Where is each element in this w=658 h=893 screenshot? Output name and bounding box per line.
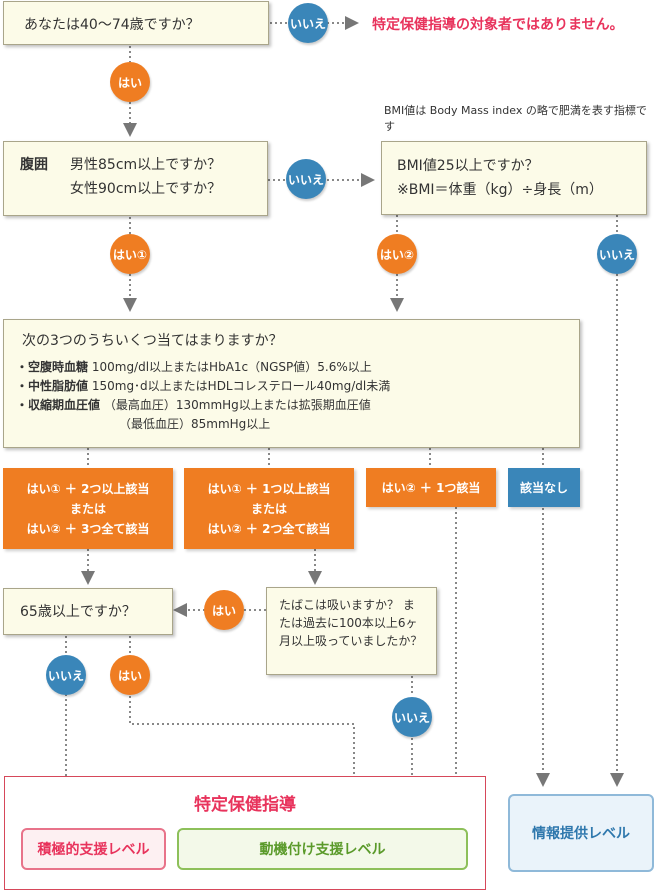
result-2-line: はい① ＋ 1つ以上該当 xyxy=(207,481,331,496)
age65-question-box: 65歳以上ですか？ xyxy=(3,588,173,635)
motivation-support-label: 動機付け支援レベル xyxy=(259,842,386,858)
smoke-no-circle: いいえ xyxy=(392,697,432,737)
bmi-question-box: BMI値25以上ですか？ ※BMI＝体重（kg）÷身長（m） xyxy=(381,141,647,215)
information-level-label: 情報提供レベル xyxy=(532,826,630,842)
result-3-label: はい② ＋ 1つ該当 xyxy=(381,480,481,495)
waist-male: 男性85cm以上ですか？ xyxy=(70,157,222,173)
age65-yes-circle: はい xyxy=(110,655,150,695)
criteria-question: 次の3つのうちいくつ当てはまりますか？ xyxy=(22,333,283,349)
criteria-term: ・中性脂肪値 xyxy=(16,379,89,393)
criteria-item: ・収縮期血圧値 （最高血圧）130mmHg以上または拡張期血圧値 xyxy=(16,396,579,415)
active-support-box: 積極的支援レベル xyxy=(21,828,166,870)
result-2-line: はい② ＋ 2つ全て該当 xyxy=(207,521,331,536)
smoking-question-box: たばこは吸いますか？ または過去に100本以上6ヶ月以上吸っていましたか？ xyxy=(266,587,437,675)
waist-female: 女性90cm以上ですか？ xyxy=(70,181,222,197)
result-box-2: はい① ＋ 1つ以上該当 または はい② ＋ 2つ全て該当 xyxy=(184,468,354,549)
bmi-no-circle: いいえ xyxy=(597,234,637,274)
criteria-detail: 100mg/dl以上またはHbA1c（NGSP値）5.6%以上 xyxy=(91,360,372,374)
guidance-title: 特定保健指導 xyxy=(194,795,296,815)
criteria-item: （最低血圧）85mmHg以上 xyxy=(16,415,579,434)
waist-label: 腹囲 xyxy=(20,157,48,173)
criteria-item: ・中性脂肪値 150mg･d以上またはHDLコレステロール40mg/dl未満 xyxy=(16,377,579,396)
age65-question: 65歳以上ですか？ xyxy=(20,604,136,620)
result-1-line: はい① ＋ 2つ以上該当 xyxy=(26,481,150,496)
criteria-item: ・空腹時血糖 100mg/dl以上またはHbA1c（NGSP値）5.6%以上 xyxy=(16,358,579,377)
yes2-circle: はい② xyxy=(377,234,417,274)
smoking-question: たばこは吸いますか？ または過去に100本以上6ヶ月以上吸っていましたか？ xyxy=(279,598,423,648)
criteria-term: ・空腹時血糖 xyxy=(16,360,89,374)
criteria-box: 次の3つのうちいくつ当てはまりますか？ ・空腹時血糖 100mg/dl以上または… xyxy=(3,319,580,448)
motivation-support-box: 動機付け支援レベル xyxy=(177,828,468,870)
result-none-label: 該当なし xyxy=(519,481,568,495)
result-box-none: 該当なし xyxy=(508,468,580,507)
smoke-yes-circle: はい xyxy=(204,590,244,630)
bmi-formula: ※BMI＝体重（kg）÷身長（m） xyxy=(397,182,603,198)
waist-no-circle: いいえ xyxy=(286,159,326,199)
bmi-question: BMI値25以上ですか？ xyxy=(397,158,539,174)
result-box-1: はい① ＋ 2つ以上該当 または はい② ＋ 3つ全て該当 xyxy=(3,468,173,549)
criteria-detail: （最高血圧）130mmHg以上または拡張期血圧値 xyxy=(103,398,371,412)
result-1-line: または xyxy=(69,501,106,516)
criteria-detail: 150mg･d以上またはHDLコレステロール40mg/dl未満 xyxy=(91,379,391,393)
age65-no-circle: いいえ xyxy=(46,655,86,695)
yes1-circle: はい① xyxy=(110,234,150,274)
bmi-note: BMI値は Body Mass index の略で肥満を表す指標です xyxy=(384,104,647,133)
result-box-3: はい② ＋ 1つ該当 xyxy=(366,468,496,507)
result-2-line: または xyxy=(250,501,287,516)
result-1-line: はい② ＋ 3つ全て該当 xyxy=(26,521,150,536)
active-support-label: 積極的支援レベル xyxy=(37,842,150,858)
age-question-box: あなたは40〜74歳ですか？ xyxy=(3,1,269,45)
criteria-detail: （最低血圧）85mmHg以上 xyxy=(119,417,271,431)
information-level-box: 情報提供レベル xyxy=(508,794,654,872)
age-question: あなたは40〜74歳ですか？ xyxy=(24,17,200,33)
not-target-text: 特定保健指導の対象者ではありません。 xyxy=(372,17,624,33)
age-no-circle: いいえ xyxy=(288,3,328,43)
age-yes-circle: はい xyxy=(110,62,150,102)
waist-question-box: 腹囲 男性85cm以上ですか？ 女性90cm以上ですか？ xyxy=(3,141,268,216)
criteria-term: ・収縮期血圧値 xyxy=(16,398,101,412)
